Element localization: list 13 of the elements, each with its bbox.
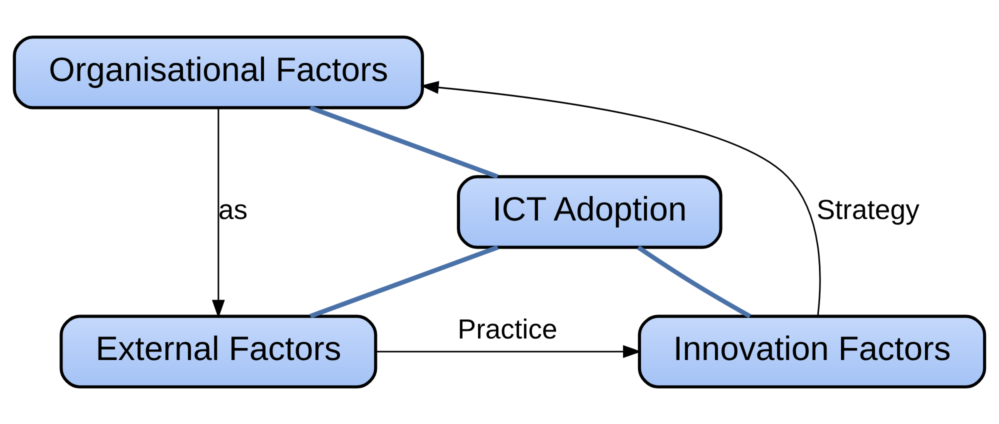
arrow (212, 108, 225, 318)
arrow (420, 81, 821, 316)
node-box: External Factors (60, 314, 378, 388)
edge-label: Strategy (816, 194, 920, 225)
node-box: Organisational Factors (12, 36, 424, 110)
edge-label: as (218, 194, 248, 225)
connector (636, 245, 752, 318)
node-box: ICT Adoption (456, 175, 722, 249)
connector (310, 245, 499, 318)
edge-label: Practice (458, 313, 558, 344)
arrow (376, 345, 642, 358)
connector (309, 106, 498, 179)
node-box: Innovation Factors (638, 314, 986, 388)
